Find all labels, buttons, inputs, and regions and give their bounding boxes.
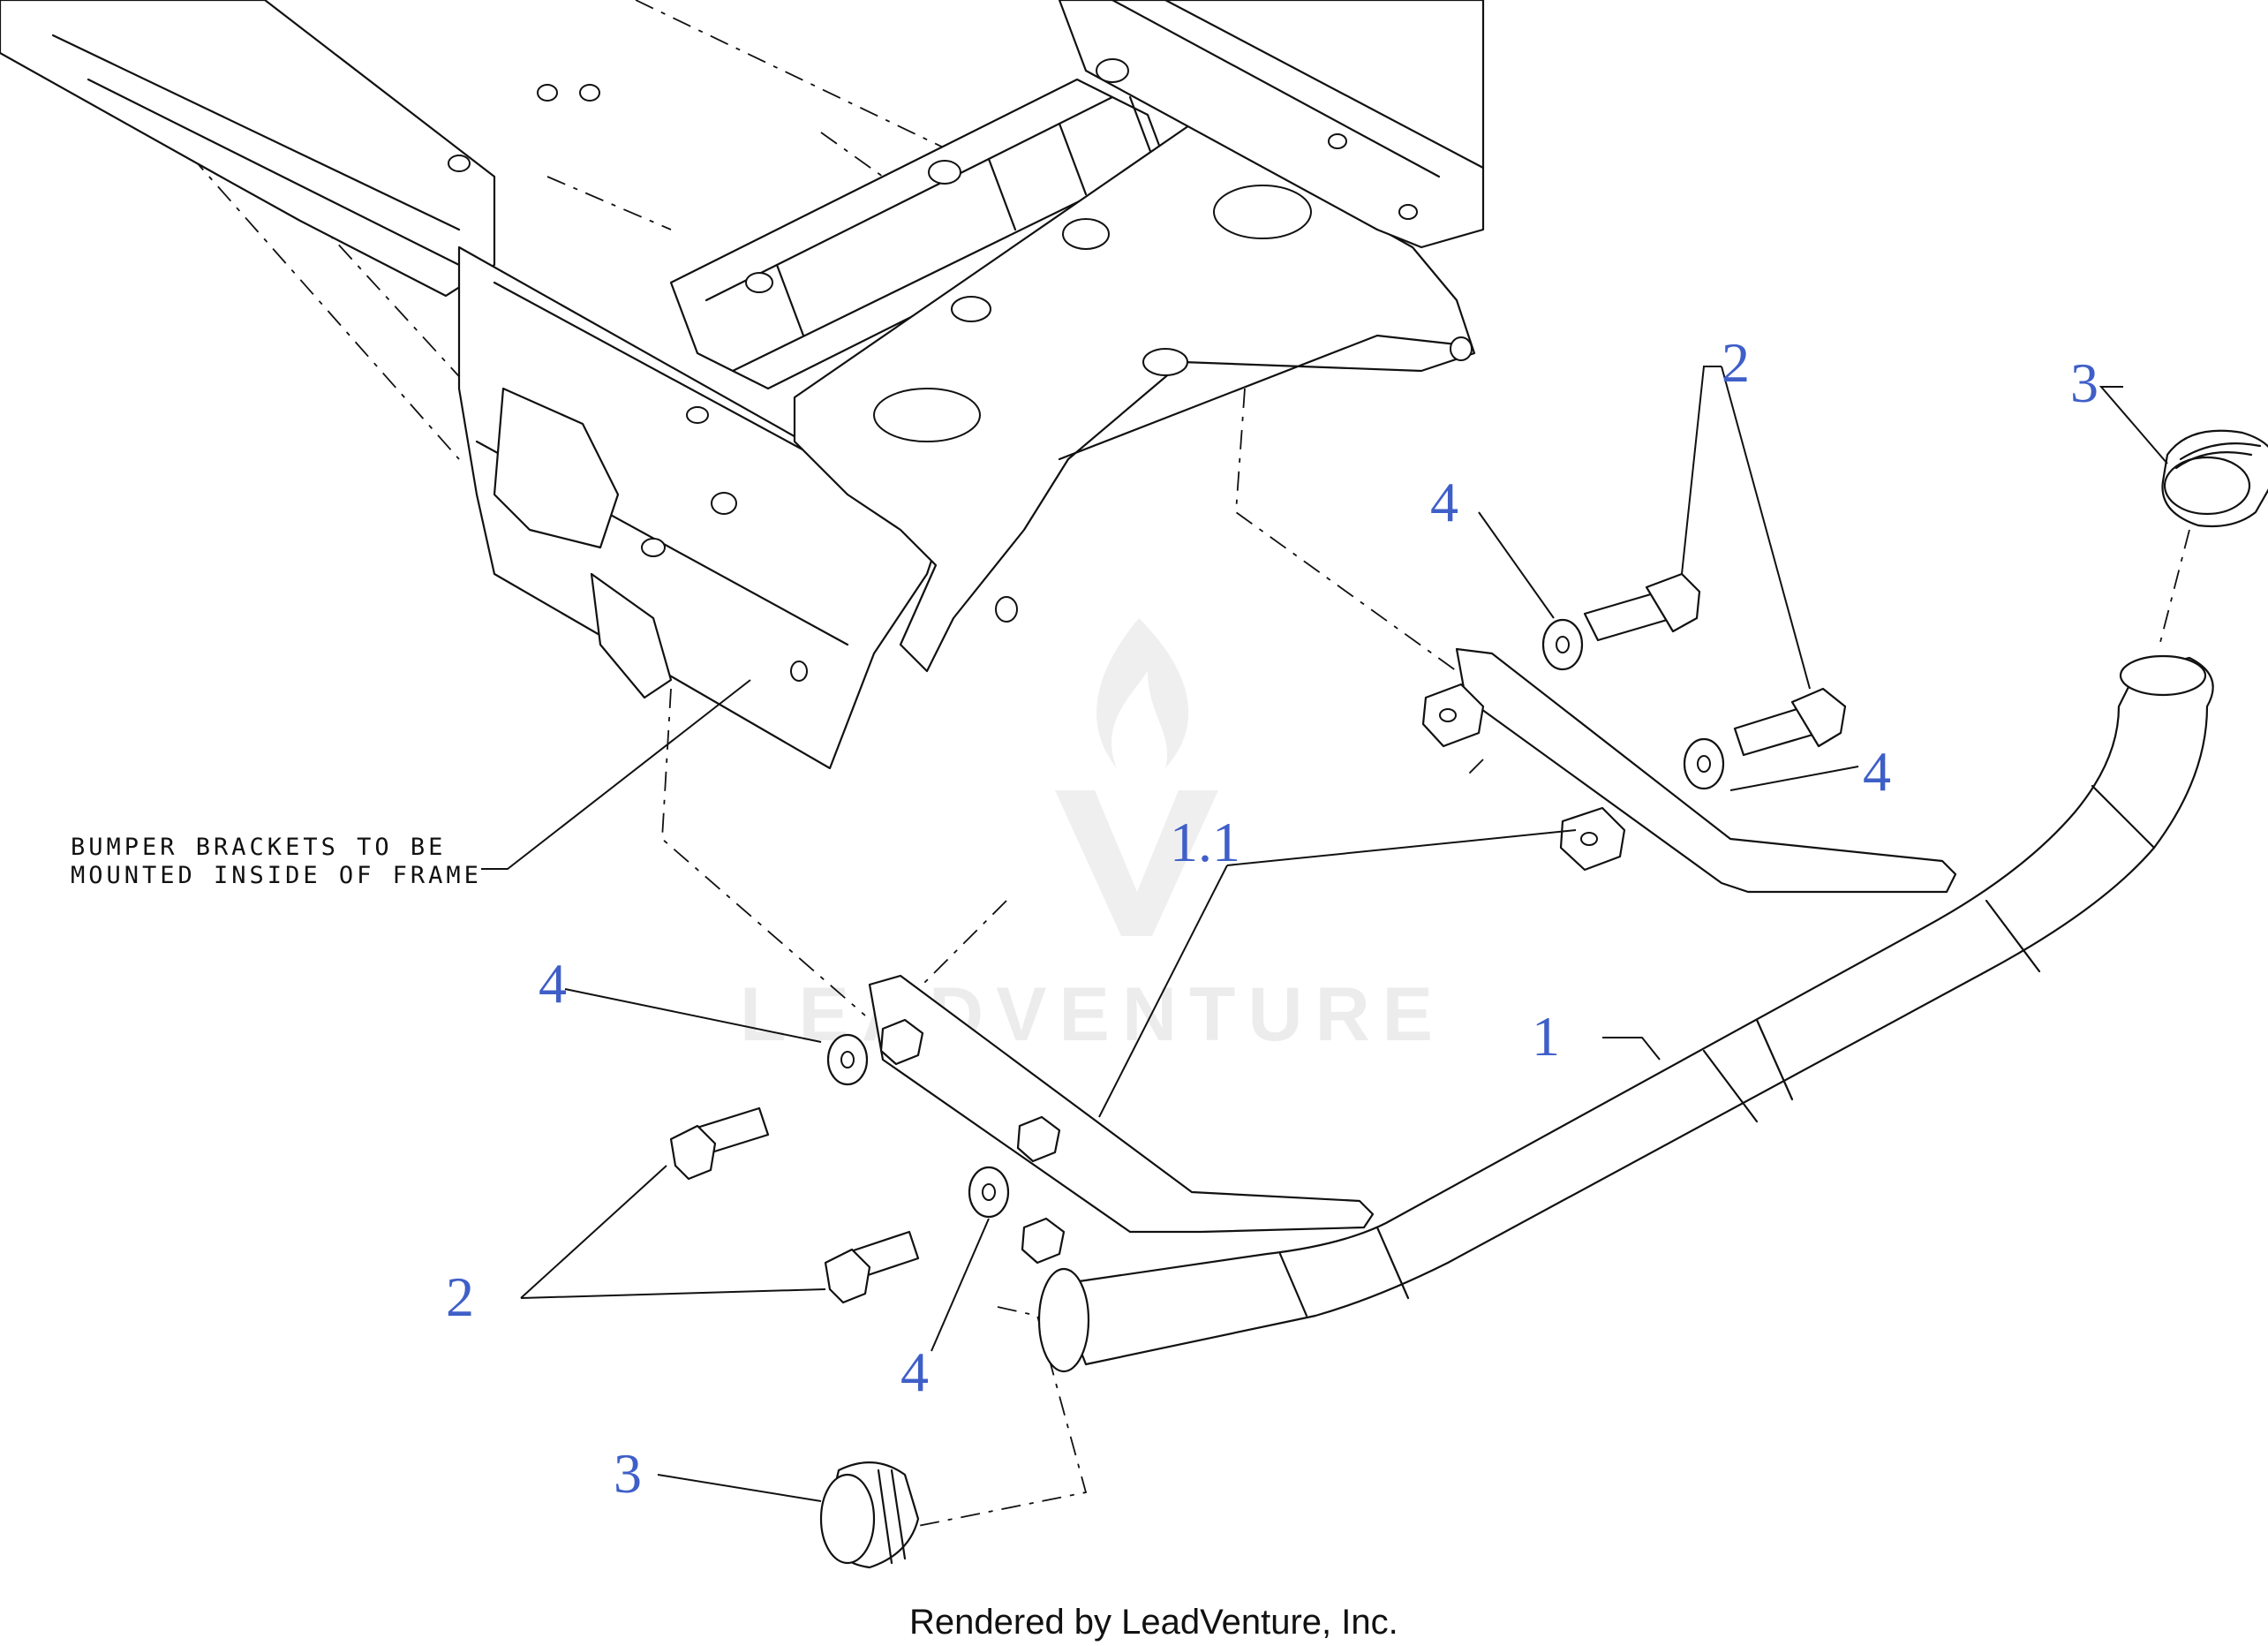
flat-washer-icon [1683,737,1725,790]
hex-bolt-icon [824,1230,920,1304]
frame-hole [1142,348,1188,376]
hex-nut-icon [1021,1217,1066,1265]
frame-hole [1398,204,1418,220]
frame-hole [928,160,961,185]
frame-hole [951,296,991,322]
frame-hole [1062,218,1110,250]
note-line-1: BUMPER BRACKETS TO BE [71,834,446,861]
callout-washer-upper-left: 4 [1430,471,1458,533]
fasteners [669,429,2268,1569]
frame-hole [641,538,666,557]
callout-washer-lower-left: 4 [539,952,567,1015]
frame-hole [686,406,709,424]
frame-hole [1328,133,1347,149]
frame-hole [537,84,558,102]
hex-bolt-icon [1733,687,1847,757]
frame-hole [995,596,1018,623]
frame-hole [579,84,600,102]
callouts: 1 1.1 2 2 3 3 4 4 4 4 [446,331,2098,1505]
mower-frame [0,0,1485,770]
frame-hole [790,661,808,682]
hex-bolt-icon [669,1106,770,1181]
callout-washer-upper-right: 4 [1863,740,1891,803]
callout-bolt-lower: 2 [446,1265,474,1328]
frame-hole [873,388,981,442]
bumper-part [868,647,2214,1373]
leader-lines [481,366,2168,1502]
callout-washer-lower-center: 4 [900,1340,929,1403]
hex-nut-icon [1016,1115,1061,1163]
hex-nut-icon [879,1018,924,1066]
callout-end-cap-lower: 3 [614,1442,642,1505]
mounting-note: BUMPER BRACKETS TO BE MOUNTED INSIDE OF … [71,834,482,889]
frame-hole [448,155,471,172]
callout-spacer-nut: 1.1 [1170,811,1240,873]
footer-credit: Rendered by LeadVenture, Inc. [909,1603,1398,1642]
flat-washer-icon [1541,618,1584,671]
note-line-2: MOUNTED INSIDE OF FRAME [71,862,482,889]
frame-hole [1213,185,1312,239]
flame-logo-icon [1055,618,1218,936]
frame-hole [745,272,773,293]
end-cap-icon [2161,429,2268,528]
frame-hole [711,492,737,515]
flat-washer-icon [968,1166,1010,1219]
callout-end-cap-upper: 3 [2070,351,2098,414]
callout-bolt-upper: 2 [1722,331,1750,394]
bumper-tube-end [1037,1267,1090,1373]
spacer-nut-icon [1559,806,1626,872]
callout-bumper: 1 [1532,1005,1560,1068]
spacer-nut-icon [1421,683,1485,748]
end-cap-icon [819,1461,920,1569]
flat-washer-icon [826,1033,869,1086]
assembly-lines [661,388,2190,1529]
bumper-tube-end [2119,654,2207,697]
frame-hole [1450,336,1473,361]
hex-bolt-icon [1583,572,1701,642]
frame-hole [1096,58,1129,83]
